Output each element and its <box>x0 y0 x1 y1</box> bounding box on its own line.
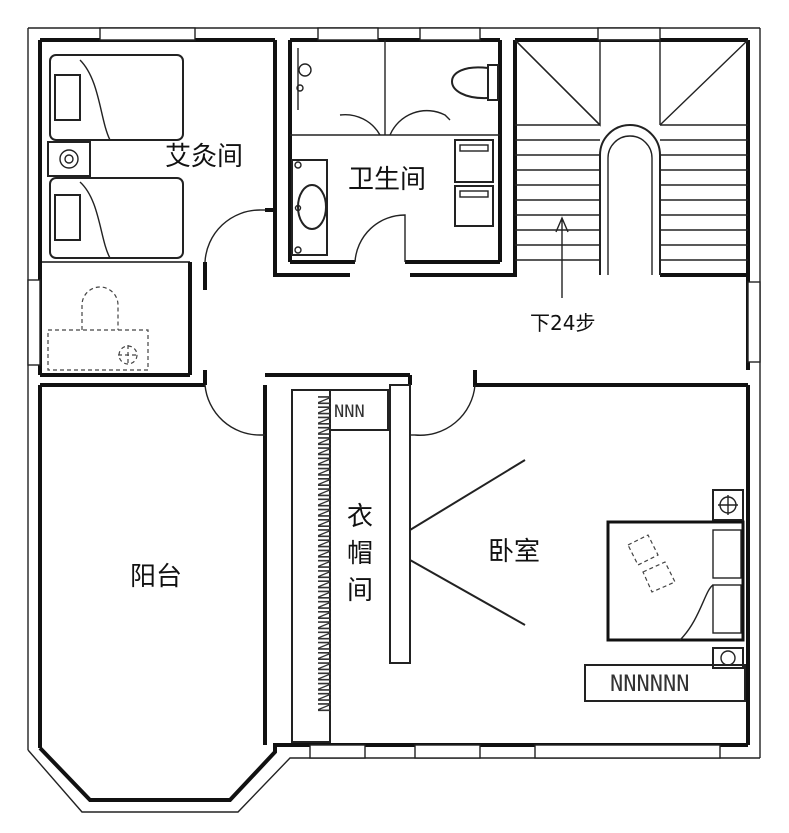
windows <box>27 27 761 759</box>
window-bottom-3 <box>534 744 721 759</box>
label-closet-3: 间 <box>347 576 373 606</box>
bedroom-furniture: NNNNNN <box>584 489 746 702</box>
outer-walls <box>27 27 761 813</box>
window-right-hall <box>747 281 761 363</box>
window-top-bath-1 <box>317 27 379 41</box>
window-bottom-1 <box>309 744 366 759</box>
window-bottom-2 <box>414 744 481 759</box>
window-top-guest <box>99 27 196 41</box>
stair-treads-right <box>660 139 748 261</box>
interior-walls <box>40 40 748 745</box>
closet-hangers-vertical: NNNNNNNNNNNNNNNNNNNNNNNNNNNNNNN <box>313 395 333 712</box>
label-balcony: 阳台 <box>130 562 182 592</box>
label-closet-1: 衣 <box>347 502 373 532</box>
label-closet-2: 帽 <box>347 539 373 569</box>
label-bedroom: 卧室 <box>488 537 540 567</box>
window-left-guest <box>27 279 41 366</box>
label-stairs-down: 下24步 <box>530 311 595 335</box>
bathroom-fixtures <box>291 48 499 256</box>
closet-fixtures: NNN NNNNNNNNNNNNNNNNNNNNNNNNNNNNNNN <box>291 389 389 743</box>
bedroom-wardrobe-hangers: NNNNNN <box>610 672 689 697</box>
staircase <box>514 39 749 298</box>
window-top-bath-2 <box>419 27 481 41</box>
closet-hangers-top: NNN <box>334 402 365 422</box>
label-guest-room: 艾灸间 <box>165 142 243 172</box>
label-bathroom: 卫生间 <box>348 165 426 195</box>
window-top-stair <box>597 27 661 41</box>
stair-treads-left <box>515 139 600 261</box>
guest-room-beds <box>47 54 184 371</box>
doors <box>204 209 526 626</box>
stair-direction-arrow <box>555 216 569 298</box>
